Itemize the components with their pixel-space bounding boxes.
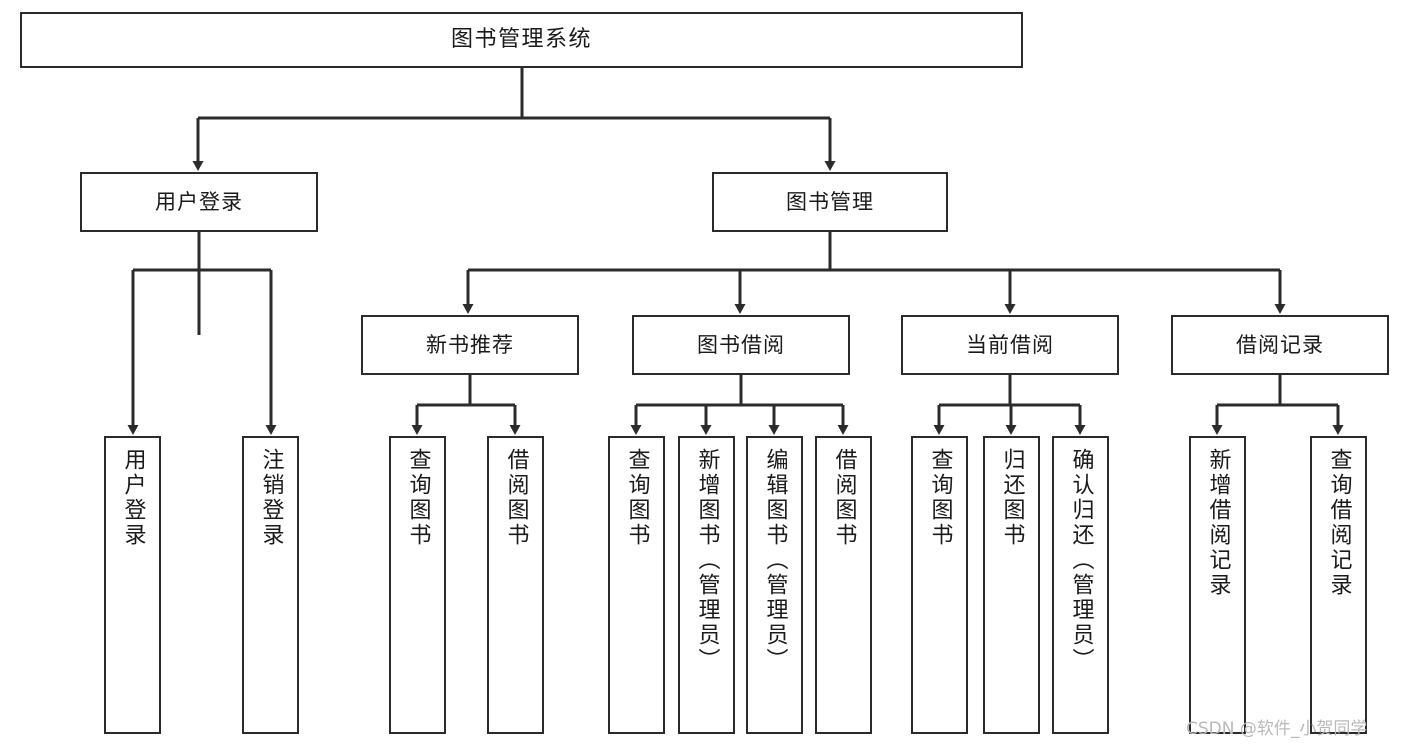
leaf-user-logout[interactable]: 注销登录 xyxy=(242,436,299,734)
node-label: 查询图书 xyxy=(405,448,431,548)
leaf-current-confirm-return[interactable]: 确认归还（管理员） xyxy=(1052,436,1109,734)
leaf-recommend-query-book[interactable]: 查询图书 xyxy=(389,436,446,734)
node-label: 查询借阅记录 xyxy=(1326,448,1352,598)
leaf-borrow-add-book[interactable]: 新增图书（管理员） xyxy=(678,436,735,734)
node-label: 归还图书 xyxy=(999,448,1025,548)
leaf-borrow-borrow-book[interactable]: 借阅图书 xyxy=(815,436,872,734)
leaf-borrow-edit-book[interactable]: 编辑图书（管理员） xyxy=(746,436,803,734)
node-label: 图书借阅 xyxy=(697,332,785,357)
leaf-user-login[interactable]: 用户登录 xyxy=(104,436,161,734)
node-label: 借阅图书 xyxy=(503,448,529,548)
node-label: 注销登录 xyxy=(258,448,284,548)
node-label: 图书管理系统 xyxy=(450,27,592,53)
node-label: 新增借阅记录 xyxy=(1205,448,1231,598)
node-borrow-record[interactable]: 借阅记录 xyxy=(1171,315,1389,375)
leaf-borrow-query-book[interactable]: 查询图书 xyxy=(608,436,665,734)
node-label: 用户登录 xyxy=(155,189,243,214)
node-label: 查询图书 xyxy=(927,448,953,548)
leaf-record-query[interactable]: 查询借阅记录 xyxy=(1310,436,1367,734)
watermark: CSDN @软件_小贺同学 xyxy=(1186,719,1368,739)
node-label: 查询图书 xyxy=(624,448,650,548)
leaf-recommend-borrow-book[interactable]: 借阅图书 xyxy=(487,436,544,734)
node-new-book-recommend[interactable]: 新书推荐 xyxy=(361,315,579,375)
node-label: 确认归还（管理员） xyxy=(1068,448,1094,673)
node-label: 用户登录 xyxy=(120,448,146,548)
node-label: 新书推荐 xyxy=(426,332,514,357)
node-book-manage[interactable]: 图书管理 xyxy=(712,172,948,232)
node-label: 图书管理 xyxy=(786,189,874,214)
node-label: 借阅图书 xyxy=(831,448,857,548)
leaf-current-return-book[interactable]: 归还图书 xyxy=(983,436,1040,734)
node-label: 借阅记录 xyxy=(1236,332,1324,357)
leaf-current-query-book[interactable]: 查询图书 xyxy=(911,436,968,734)
node-root-system[interactable]: 图书管理系统 xyxy=(20,12,1023,68)
node-label: 当前借阅 xyxy=(966,332,1054,357)
node-label: 编辑图书（管理员） xyxy=(762,448,788,673)
node-book-borrow[interactable]: 图书借阅 xyxy=(632,315,850,375)
node-user-login[interactable]: 用户登录 xyxy=(80,172,318,232)
node-label: 新增图书（管理员） xyxy=(694,448,720,673)
node-current-borrow[interactable]: 当前借阅 xyxy=(901,315,1119,375)
leaf-record-add[interactable]: 新增借阅记录 xyxy=(1189,436,1246,734)
